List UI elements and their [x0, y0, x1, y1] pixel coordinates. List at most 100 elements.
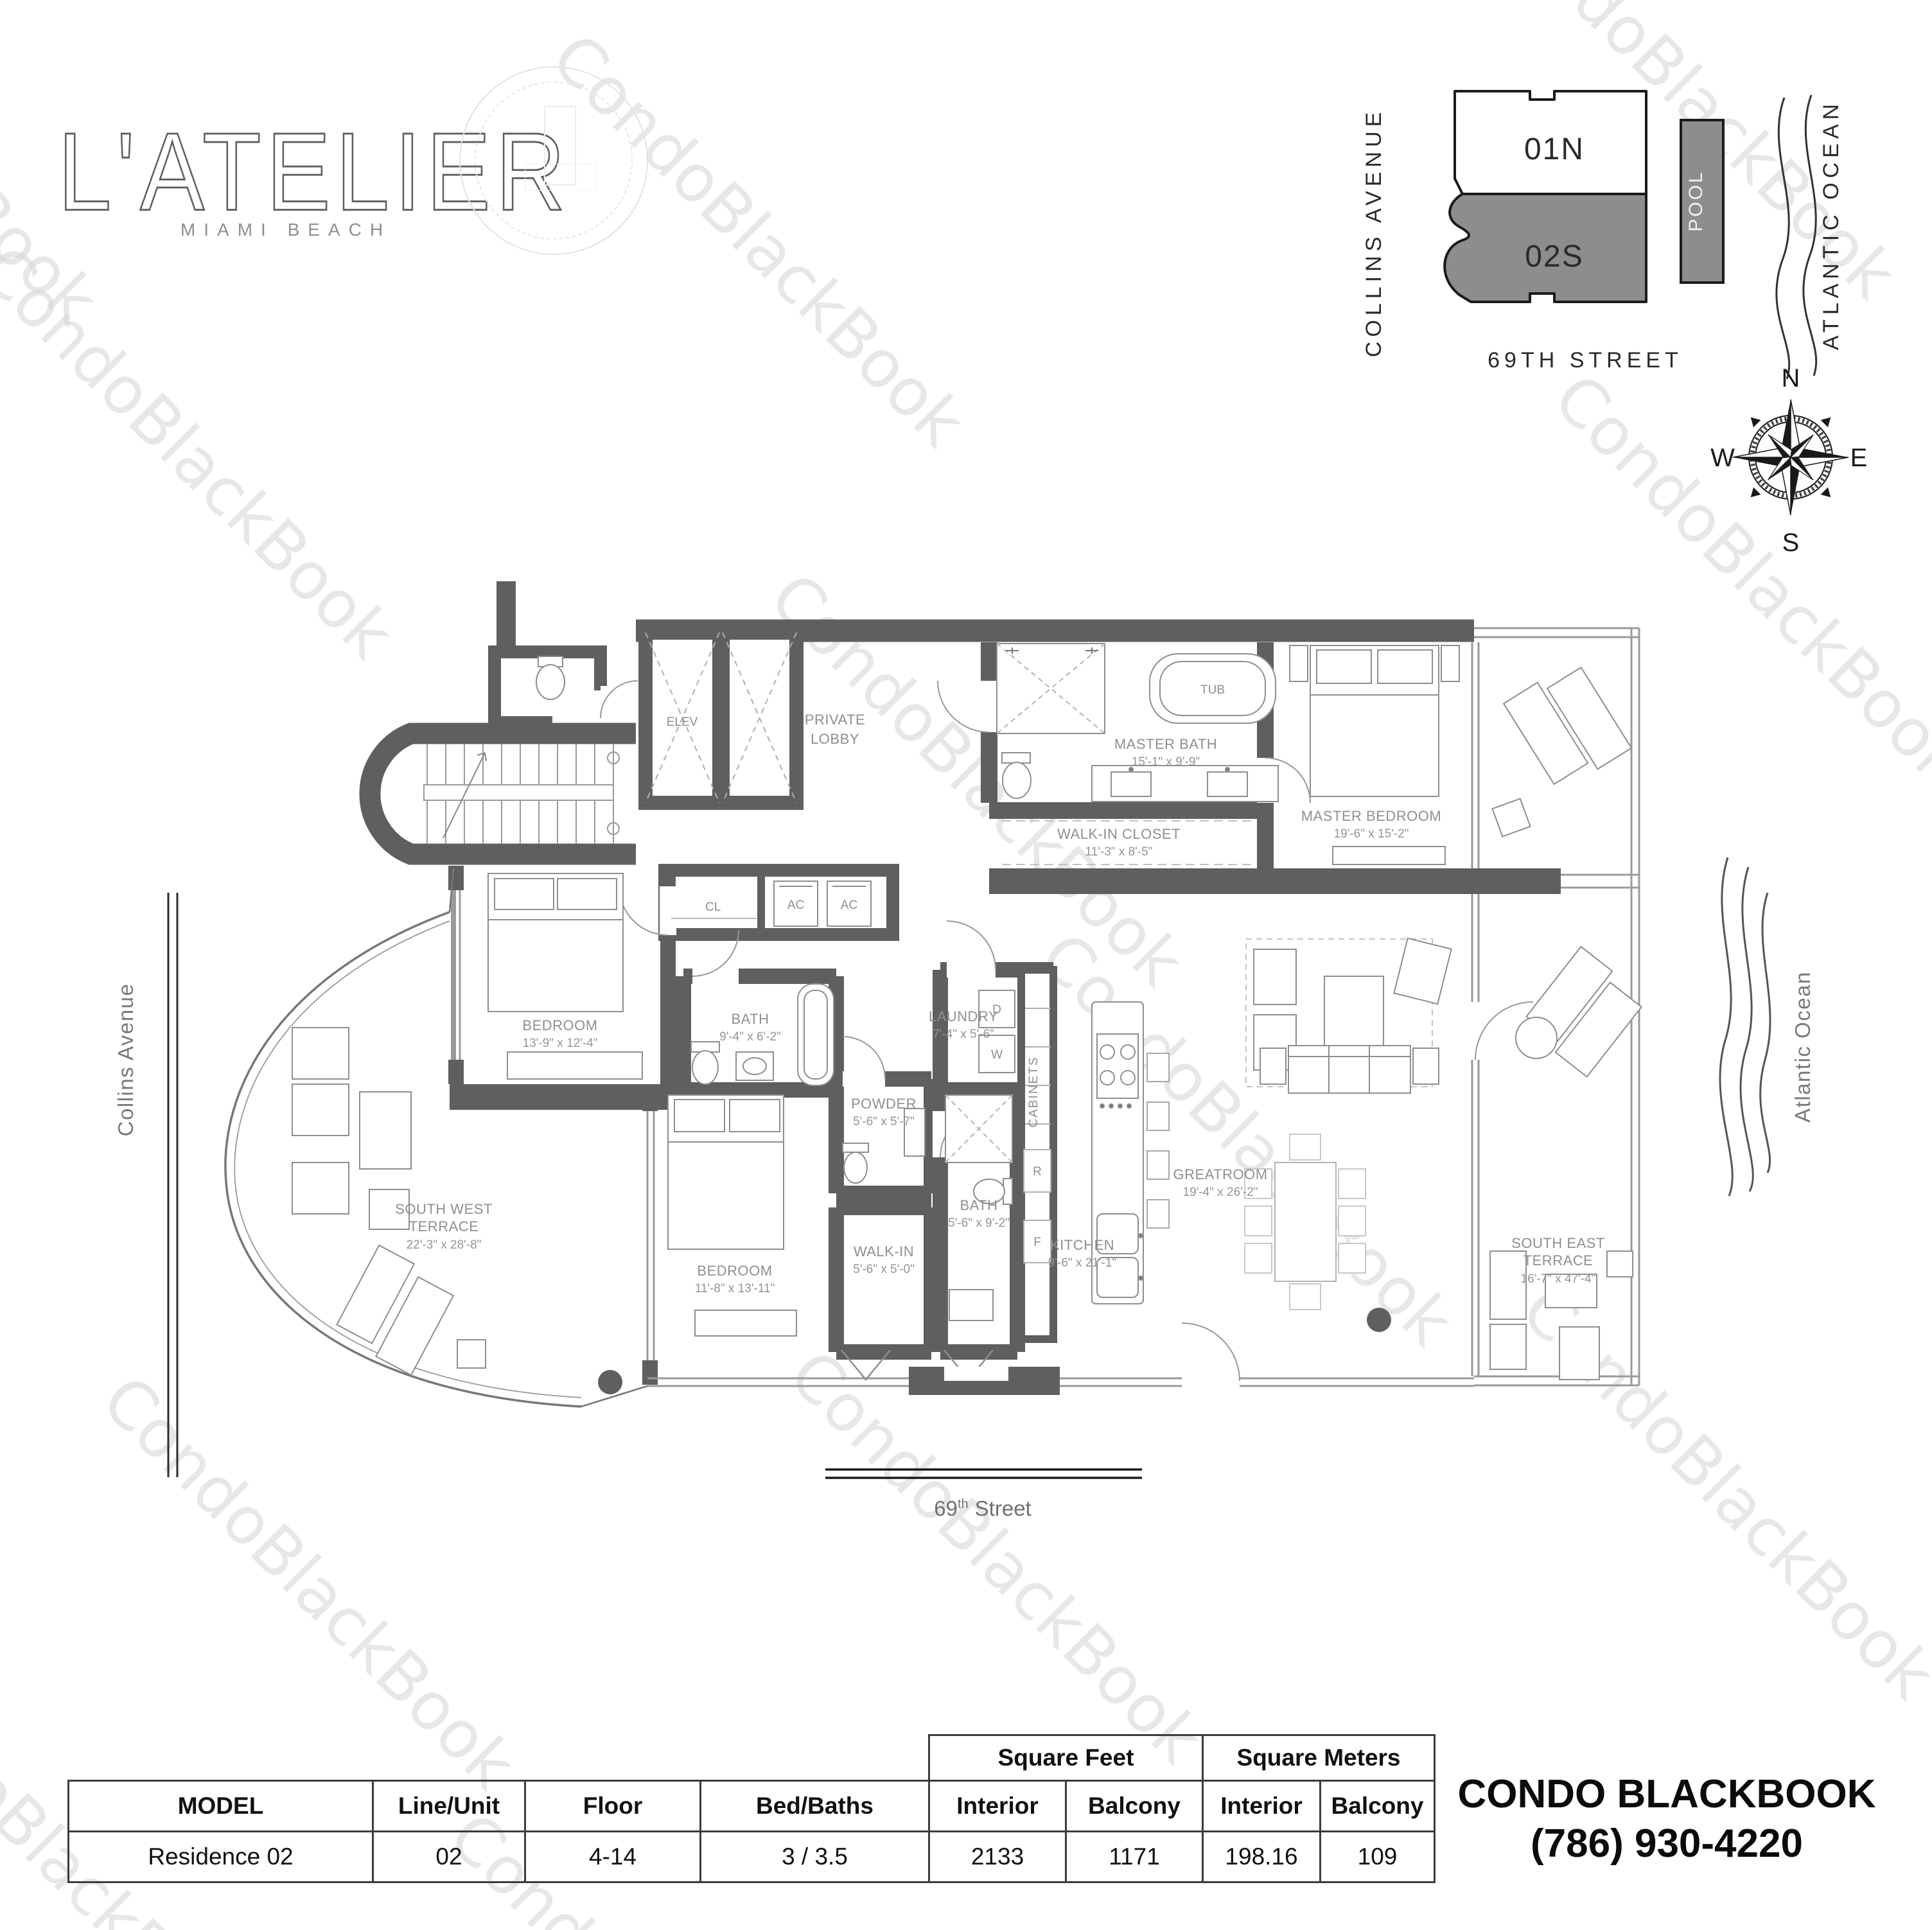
sw-terrace-label: SOUTH WEST	[395, 1201, 493, 1217]
table-spacer	[69, 1735, 929, 1781]
contact-name: CONDO BLACKBOOK	[1457, 1772, 1876, 1816]
se-terrace-label: SOUTH EAST	[1511, 1235, 1605, 1251]
walkin3-dims: 5'-6" x 5'-0"	[853, 1263, 915, 1276]
laundry-label: LAUNDRY	[929, 1008, 998, 1024]
ocean-wave	[1802, 94, 1818, 376]
compass-w: W	[1710, 444, 1735, 472]
lobby-label: PRIVATE	[805, 712, 865, 728]
master-bedroom-label: MASTER BEDROOM	[1301, 808, 1441, 824]
compass-point	[1781, 399, 1801, 459]
group-header-sqm: Square Meters	[1202, 1734, 1436, 1782]
sw-terrace-dims: 22'-3" x 28'-8"	[407, 1238, 482, 1252]
cell-interior-sqft: 2133	[928, 1830, 1067, 1883]
ocean-wave	[1719, 857, 1734, 1197]
seal-building-base	[525, 164, 597, 191]
site-unit-01n	[1453, 90, 1647, 195]
floor-plan: ELEV CL AC AC	[224, 581, 1643, 1408]
greatroom-dims: 19'-4" x 26'-2"	[1183, 1186, 1258, 1199]
ac-label: AC	[787, 899, 804, 912]
walkin3-label: WALK-IN	[854, 1243, 914, 1259]
sw-terrace-label2: TERRACE	[409, 1218, 479, 1234]
compass-e: E	[1850, 444, 1868, 472]
laundry-units	[978, 990, 1015, 1073]
cell-balcony-sqft: 1171	[1064, 1830, 1204, 1883]
site-key-map: 01N 02S POOL COLLINS AVENUE ATLANTIC OCE…	[1362, 90, 1843, 380]
cabinets-strip	[1023, 1008, 1051, 1263]
collins-avenue-label: Collins Avenue	[114, 983, 137, 1137]
ocean-wave	[1739, 866, 1754, 1192]
site-label-pool: POOL	[1685, 170, 1707, 231]
cell-line-unit: 02	[372, 1830, 526, 1883]
site-label-ocean: ATLANTIC OCEAN	[1819, 100, 1843, 350]
powder-label: POWDER	[851, 1096, 917, 1112]
site-label-69th: 69TH STREET	[1488, 348, 1683, 373]
cell-balcony-sqm: 109	[1319, 1830, 1436, 1883]
site-unit-02s	[1443, 193, 1647, 303]
bedroom2-label: BEDROOM	[522, 1017, 597, 1033]
lobby-label2: LOBBY	[811, 731, 859, 747]
bath2-label: BATH	[731, 1011, 769, 1027]
street-69-sup: th	[957, 1497, 969, 1511]
col-header-model: MODEL	[67, 1780, 374, 1832]
room-labels: PRIVATE LOBBY MASTER BATH 15'-1" x 9'-9"…	[395, 712, 1605, 1295]
master-bath-fixtures	[996, 643, 1279, 802]
cell-bed-baths: 3 / 3.5	[699, 1830, 930, 1883]
freezer-label: F	[1033, 1236, 1041, 1249]
round-column	[598, 1370, 622, 1394]
col-header-bed-baths: Bed/Baths	[699, 1780, 930, 1832]
powder-fixtures	[842, 1108, 926, 1184]
bedroom2-furniture	[487, 873, 643, 1080]
cabinets-label: CABINETS	[1027, 1056, 1041, 1127]
logo-tagline: MIAMI BEACH	[180, 220, 392, 240]
dining-set	[1244, 1134, 1366, 1310]
laundry-dims: 7'-4" x 5'-6"	[933, 1028, 994, 1041]
col-header-floor: Floor	[524, 1780, 701, 1832]
street-69-rest: Street	[974, 1496, 1032, 1520]
kitchen-label: KITCHEN	[1050, 1237, 1114, 1253]
bedroom3-furniture	[667, 1094, 797, 1337]
table-row: Residence 02 02 4-14 3 / 3.5 2133 1171 1…	[67, 1830, 1436, 1883]
sw-terrace	[224, 868, 648, 1408]
logo-seal-ring	[475, 82, 633, 240]
washer-label: W	[991, 1048, 1003, 1062]
contact-block: CONDO BLACKBOOK (786) 930-4220	[1442, 1770, 1892, 1869]
fridge-label: R	[1033, 1165, 1042, 1179]
master-bedroom-dims: 19'-6" x 15'-2"	[1334, 827, 1409, 841]
se-terrace-dims: 16'-7" x 47'-4"	[1521, 1272, 1596, 1286]
service-toilet	[536, 656, 565, 700]
bedroom2-dims: 13'-9" x 12'-4"	[523, 1037, 598, 1050]
bedroom3-dims: 11'-8" x 13'-11"	[695, 1282, 775, 1295]
bath2-dims: 9'-4" x 6'-2"	[719, 1030, 781, 1044]
compass-n: N	[1782, 364, 1800, 392]
bath3-fixtures	[945, 1094, 1013, 1321]
walkin-closet-dims: 11'-3" x 8'-5"	[1085, 845, 1153, 859]
ac-label: AC	[841, 899, 857, 912]
walls	[359, 581, 1640, 1395]
site-label-collins: COLLINS AVENUE	[1362, 108, 1386, 357]
compass-rose: N E S W	[1710, 364, 1867, 557]
cl-label: CL	[705, 900, 721, 914]
stairs	[423, 744, 620, 844]
bath3-dims: 5'-6" x 9'-2"	[948, 1216, 1010, 1230]
greatroom-label: GREATROOM	[1173, 1166, 1267, 1182]
col-header-balcony-sqft: Balcony	[1064, 1780, 1204, 1832]
master-bath-dims: 15'-1" x 9'-9"	[1132, 755, 1200, 769]
col-header-interior-sqm: Interior	[1202, 1780, 1322, 1832]
atlantic-ocean-label: Atlantic Ocean	[1791, 971, 1814, 1123]
group-header-sqft: Square Feet	[927, 1734, 1204, 1782]
master-bedroom-furniture	[1289, 645, 1460, 865]
master-bath-label: MASTER BATH	[1114, 736, 1217, 752]
walkin-closet-label: WALK-IN CLOSET	[1057, 826, 1181, 842]
ac-closet	[671, 881, 872, 927]
cell-model: Residence 02	[67, 1830, 374, 1883]
round-column	[1367, 1308, 1391, 1332]
ocean-wave	[1775, 97, 1791, 380]
dryer-label: D	[992, 1003, 1001, 1017]
se-terrace-label2: TERRACE	[1524, 1252, 1594, 1268]
context-streets: Collins Avenue Atlantic Ocean	[114, 857, 1814, 1479]
site-label-02s: 02S	[1525, 240, 1583, 274]
kitchen-island	[1091, 1001, 1170, 1304]
col-header-balcony-sqm: Balcony	[1319, 1780, 1436, 1832]
